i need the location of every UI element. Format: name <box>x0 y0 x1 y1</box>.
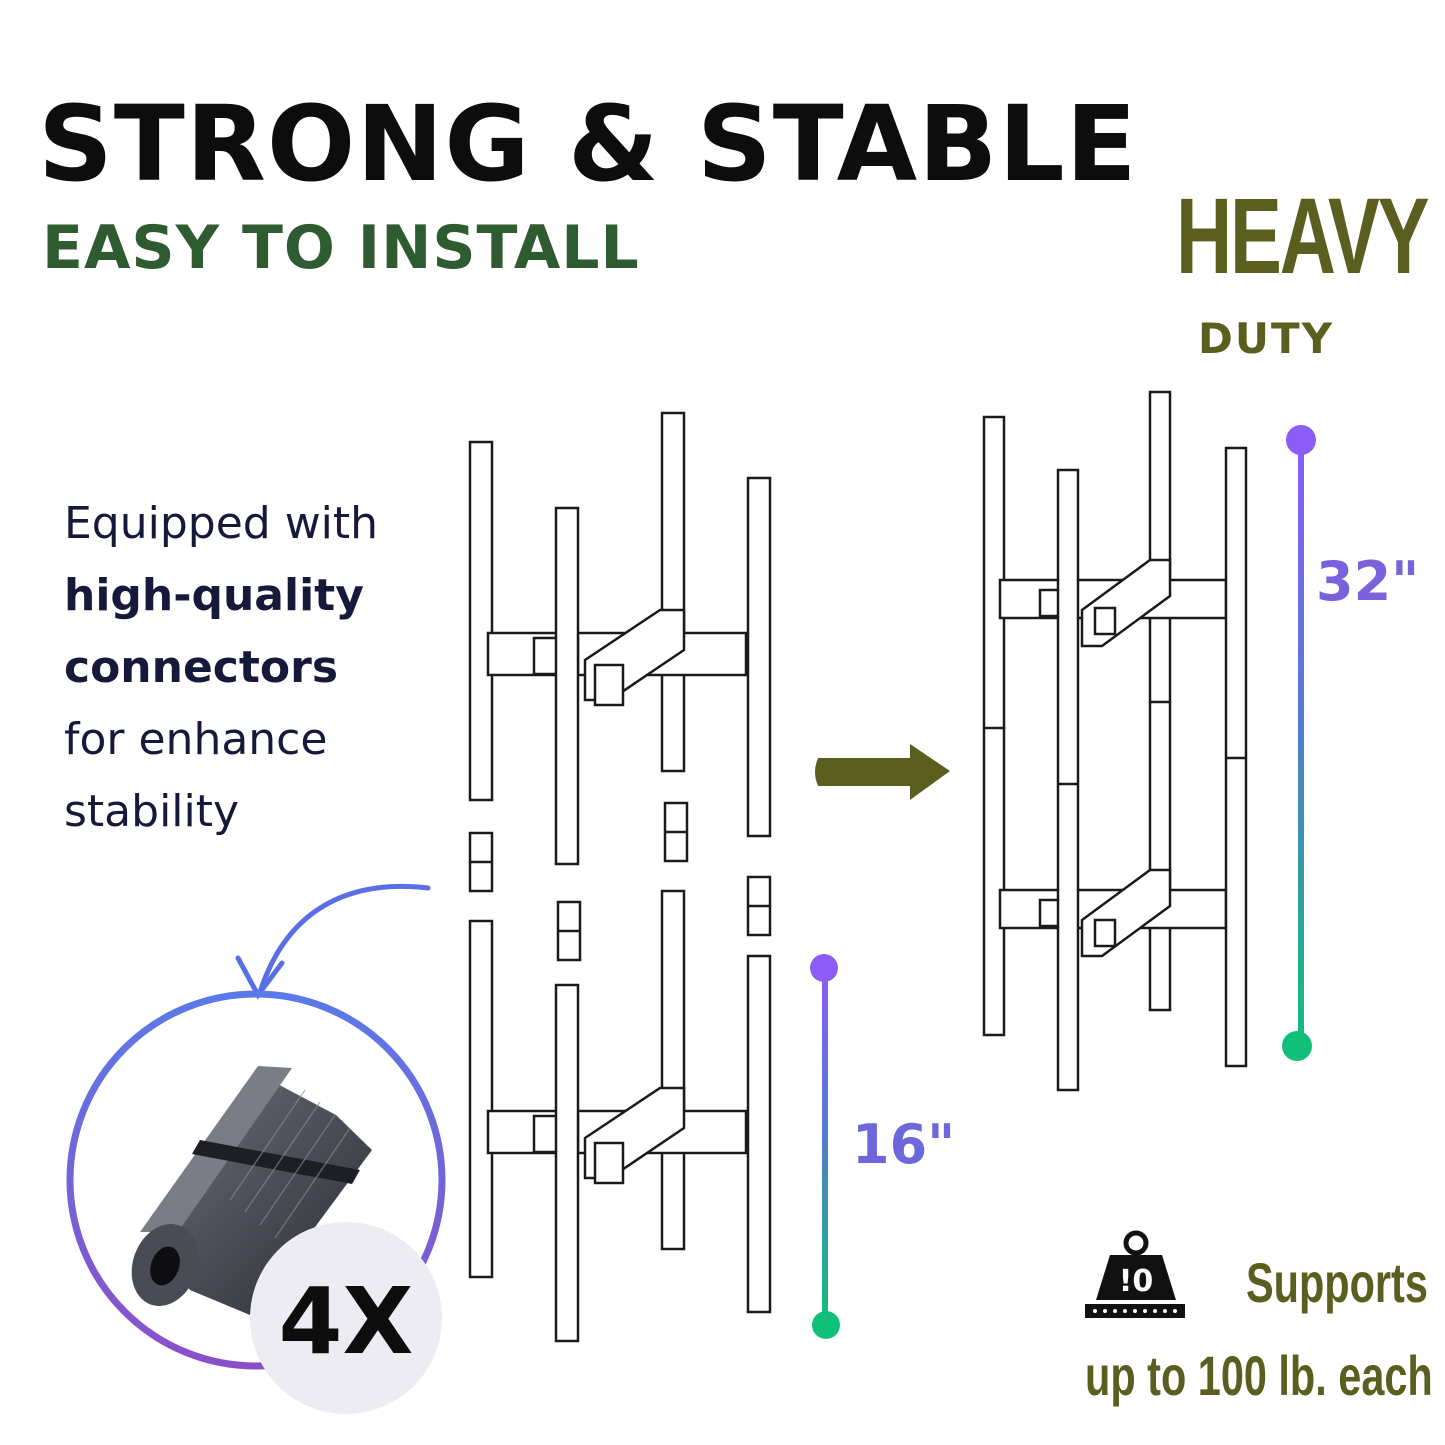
leg-back-right <box>660 889 686 1251</box>
support-line-2: up to 100 lb. each <box>1085 1344 1433 1407</box>
curved-arrow-icon <box>235 883 431 1000</box>
connector-icon <box>131 1066 372 1315</box>
leg-back-left <box>468 440 494 802</box>
svg-text:!0: !0 <box>1119 1264 1154 1299</box>
description-line-4: for enhance <box>64 714 328 765</box>
description-line-2: high-quality <box>64 570 364 621</box>
page-title: STRONG & STABLE <box>38 83 1138 205</box>
description-line-1: Equipped with <box>64 498 379 549</box>
weight-icon: !0 <box>1085 1230 1185 1318</box>
slot-right <box>593 663 625 707</box>
assembled-stand <box>982 390 1248 1092</box>
measurement-line-icon <box>1282 425 1316 1061</box>
heavy-duty-badge-line1: HEAVY <box>1176 175 1429 296</box>
leg-front-right <box>746 476 772 838</box>
leg-back-left <box>468 919 494 1279</box>
connector-count-badge <box>250 1222 442 1414</box>
measurement-tall-label: 32" <box>1316 550 1420 613</box>
leg-front-left <box>1056 468 1080 1092</box>
stand-top-half <box>468 411 772 866</box>
measurement-line-icon <box>810 954 840 1339</box>
leg-front-right <box>746 954 772 1314</box>
connector-pieces <box>468 801 772 962</box>
measurement-short-label: 16" <box>852 1113 956 1176</box>
page-subtitle: EASY TO INSTALL <box>42 213 640 283</box>
connector-count-label: 4X <box>278 1268 414 1375</box>
leg-front-left <box>554 983 580 1343</box>
stand-bottom-half <box>468 889 772 1343</box>
leg-front-left <box>554 506 580 866</box>
connector-highlight-circle <box>66 990 446 1370</box>
description-line-3: connectors <box>64 642 339 693</box>
description-line-5: stability <box>64 786 240 837</box>
heavy-duty-badge-line2: DUTY <box>1198 314 1335 363</box>
leg-back-left <box>982 415 1006 1037</box>
leg-back-right <box>660 411 686 773</box>
support-line-1: Supports <box>1246 1251 1428 1314</box>
right-arrow-icon <box>815 744 950 800</box>
